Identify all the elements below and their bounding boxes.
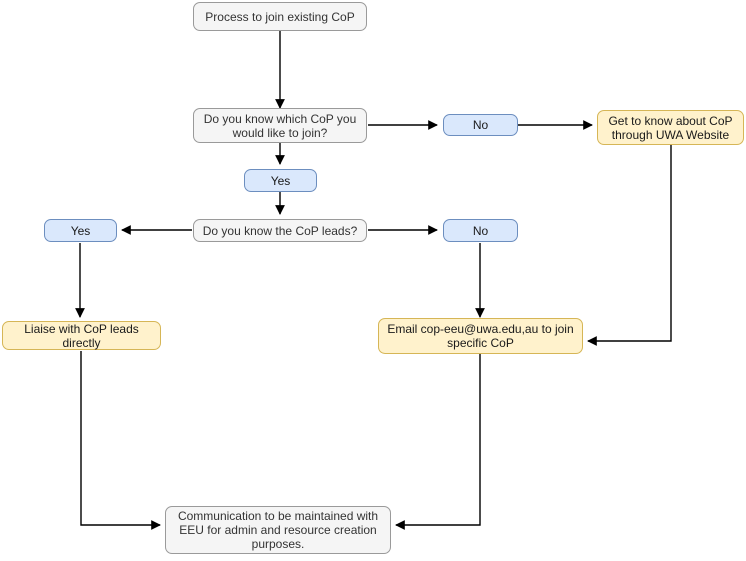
- node-cop-leads-yes[interactable]: Yes: [44, 219, 117, 242]
- node-question-which-cop-label: Do you know which CoP you would like to …: [203, 111, 357, 140]
- node-communication-eeu[interactable]: Communication to be maintained with EEU …: [165, 506, 391, 554]
- edge-liaise-to-communication: [80, 351, 161, 530]
- edge-get-to-know-to-email: [587, 145, 672, 346]
- edge-email-to-communication: [395, 354, 481, 530]
- node-which-cop-no-label: No: [472, 118, 489, 132]
- node-liaise-with-cop-leads-label: Liaise with CoP leads directly: [24, 321, 139, 350]
- node-question-which-cop[interactable]: Do you know which CoP you would like to …: [193, 108, 367, 143]
- node-which-cop-yes[interactable]: Yes: [244, 169, 317, 192]
- node-start[interactable]: Process to join existing CoP: [193, 2, 367, 31]
- node-get-to-know-uwa-website[interactable]: Get to know about CoP through UWA Websit…: [597, 110, 744, 145]
- node-which-cop-yes-label: Yes: [270, 173, 291, 188]
- node-which-cop-no[interactable]: No: [443, 114, 518, 136]
- node-email-cop-eeu[interactable]: Email cop-eeu@uwa.edu,au to join specifi…: [378, 318, 583, 354]
- node-cop-leads-no-label: No: [472, 223, 489, 238]
- node-question-cop-leads-label: Do you know the CoP leads?: [202, 223, 358, 238]
- node-cop-leads-no[interactable]: No: [443, 219, 518, 242]
- node-email-cop-eeu-label: Email cop-eeu@uwa.edu,au to join specifi…: [387, 322, 574, 350]
- node-liaise-with-cop-leads[interactable]: Liaise with CoP leads directly: [2, 321, 161, 350]
- node-start-label: Process to join existing CoP: [205, 9, 355, 24]
- node-get-to-know-uwa-website-label: Get to know about CoP through UWA Websit…: [608, 113, 733, 142]
- node-question-cop-leads[interactable]: Do you know the CoP leads?: [193, 219, 367, 242]
- node-cop-leads-yes-label: Yes: [70, 223, 91, 238]
- node-communication-eeu-label: Communication to be maintained with EEU …: [177, 509, 379, 551]
